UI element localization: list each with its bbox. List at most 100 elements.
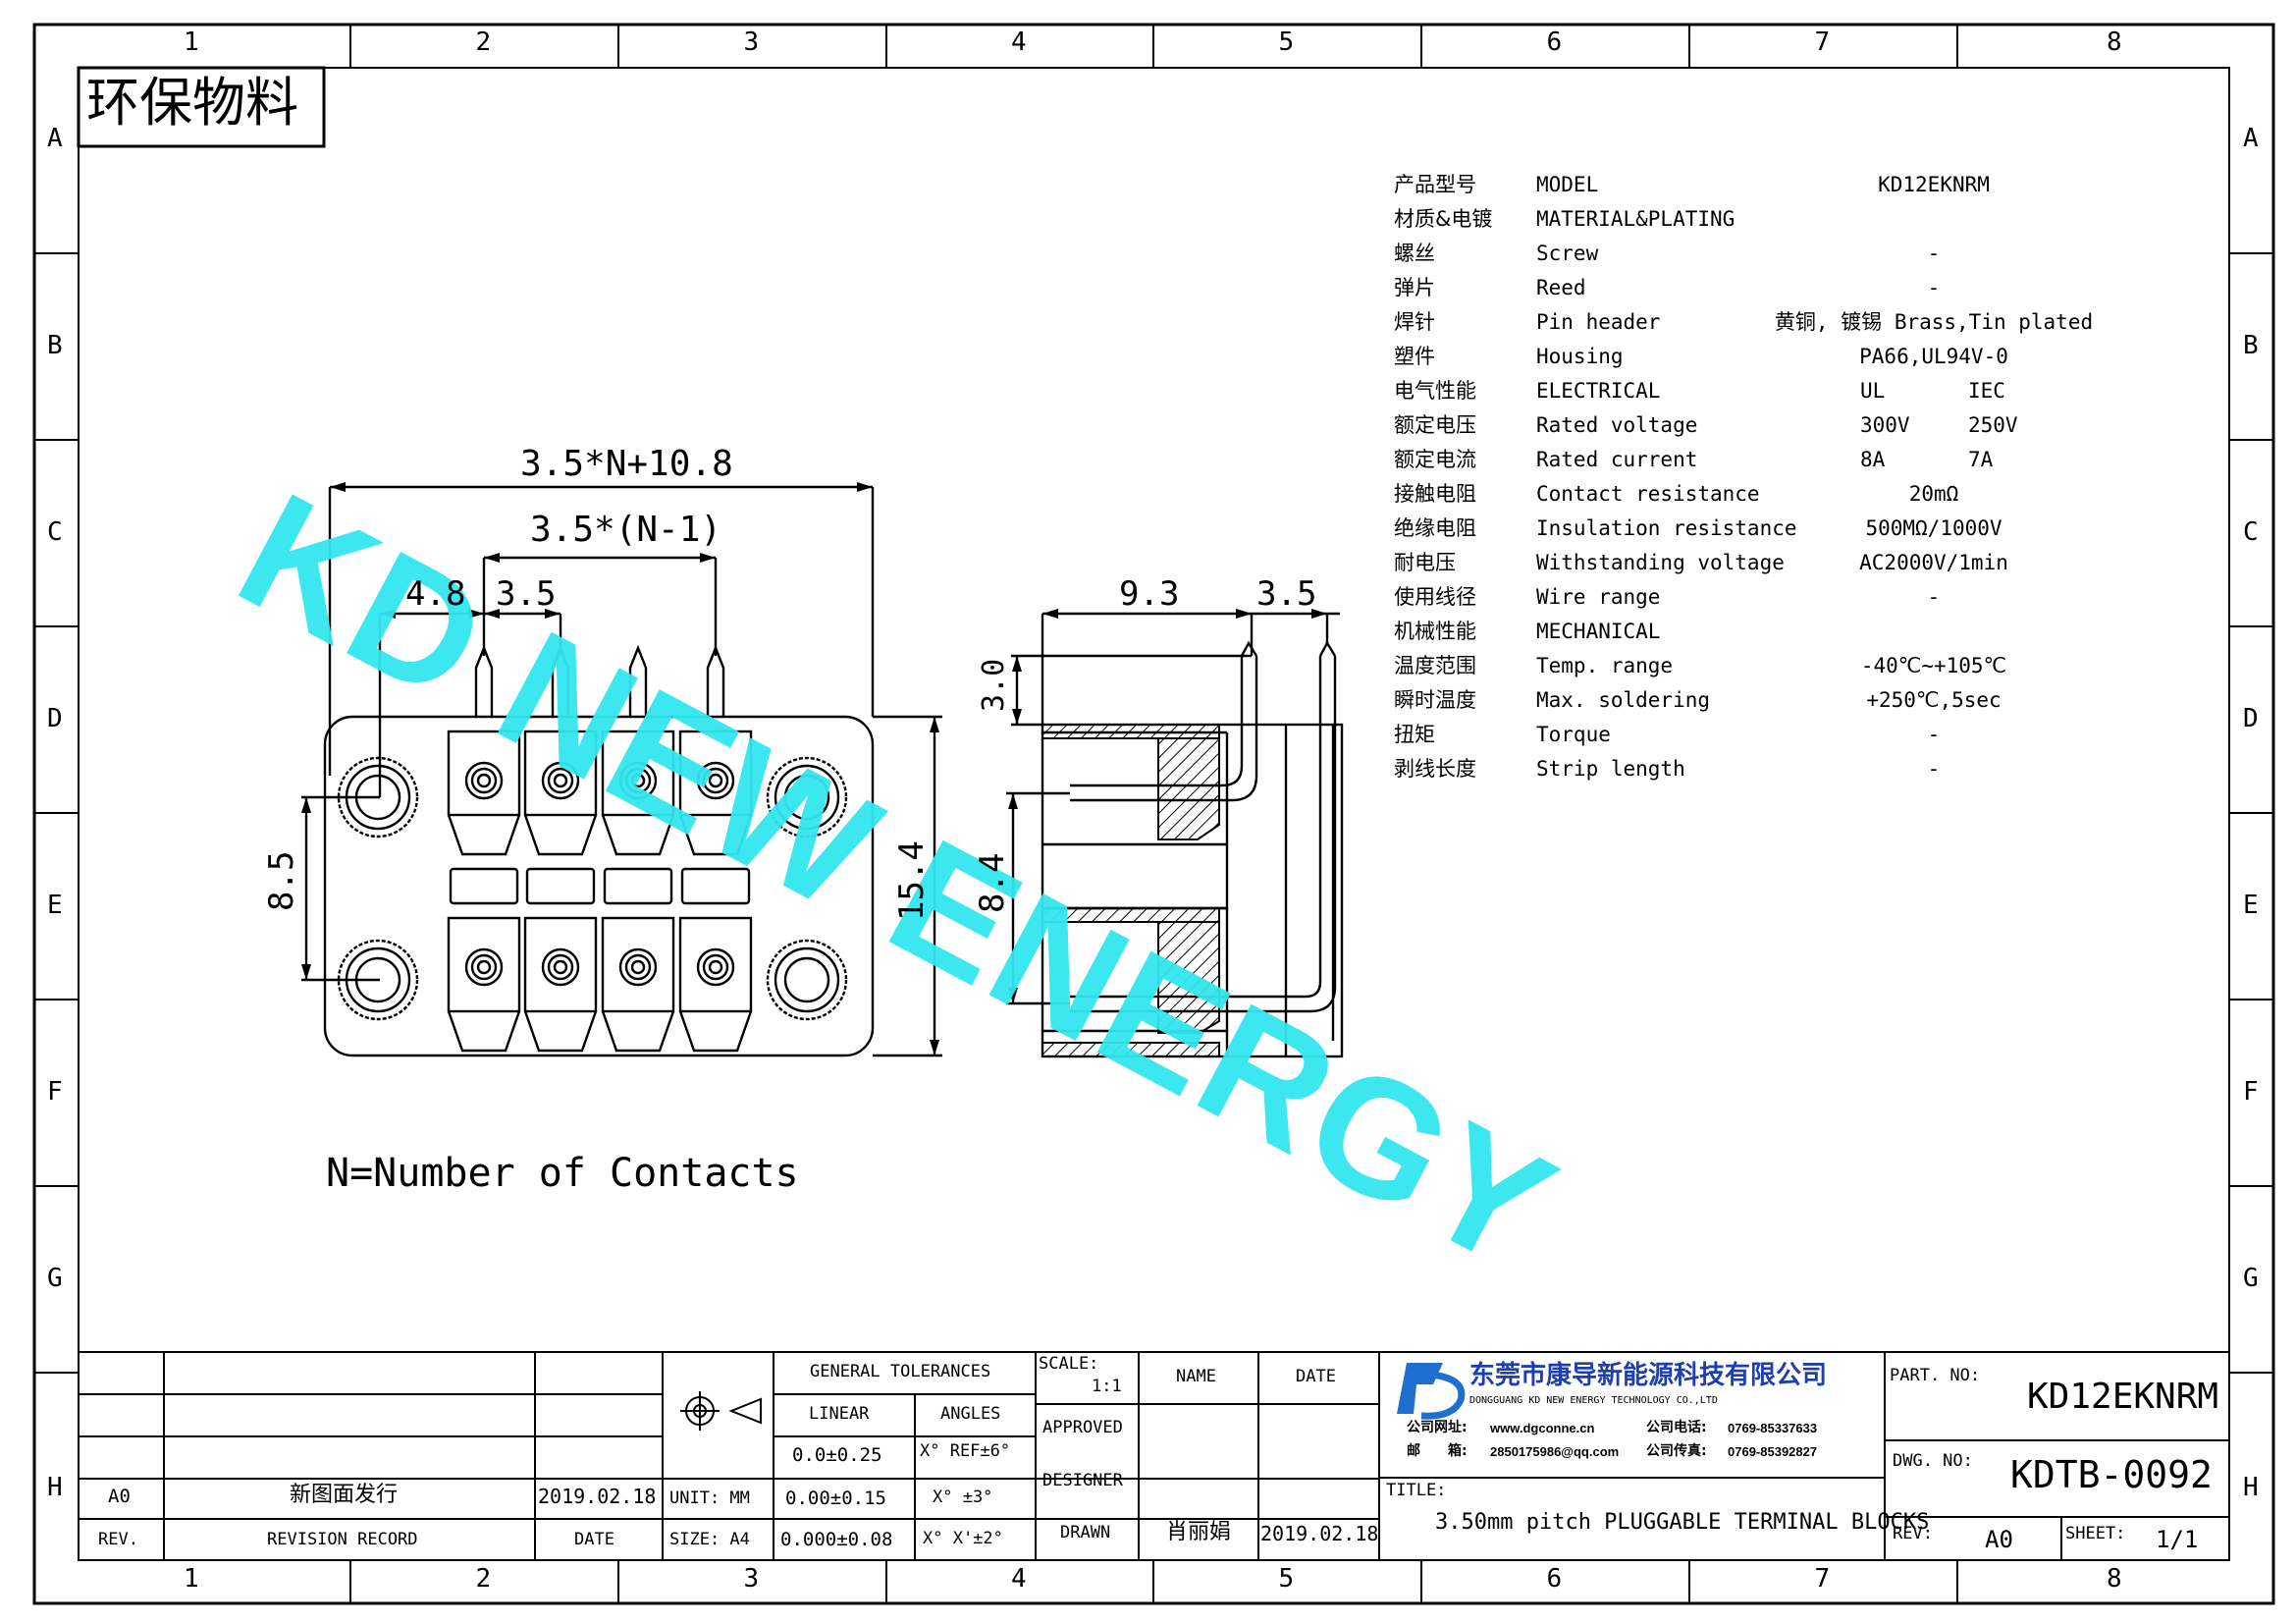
contact-cell: [678, 730, 753, 817]
spec-cn: 电气性能: [1394, 379, 1476, 403]
spec-cn: 绝缘电阻: [1394, 516, 1476, 540]
spec-en: Rated voltage: [1536, 413, 1698, 437]
spec-en: MECHANICAL: [1536, 620, 1661, 643]
grid-col-label: 1: [184, 27, 199, 57]
spec-v1: +250℃,5sec: [1866, 688, 2002, 712]
screw-icon: [630, 773, 646, 788]
rev-value: A0: [1985, 1526, 2013, 1553]
wire-entry: [678, 1010, 753, 1053]
spec-cn: 额定电压: [1394, 413, 1476, 437]
wire-entry: [447, 1010, 521, 1053]
name-header: NAME: [1176, 1367, 1216, 1386]
grid-row-label: E: [47, 891, 63, 920]
dim-overall: 3.5*N+10.8: [520, 444, 733, 484]
contact-cell: [678, 916, 753, 1013]
spec-v1: 20mΩ: [1908, 482, 1959, 506]
angles-header: ANGLES: [940, 1404, 1001, 1424]
part-no: KD12EKNRM: [2027, 1377, 2219, 1417]
grid-col-label: 6: [1546, 1564, 1563, 1594]
grid-col-label: 5: [1278, 27, 1295, 57]
screw-icon: [470, 767, 498, 794]
screw-icon: [618, 947, 658, 987]
grid-col-label: 2: [475, 1564, 492, 1594]
spec-en: Max. soldering: [1536, 688, 1711, 712]
drawn-date: 2019.02.18: [1260, 1522, 1379, 1545]
rev-desc: 新图面发行: [290, 1483, 399, 1507]
fax-label: 公司传真:: [1646, 1443, 1707, 1459]
screw-icon: [541, 761, 580, 800]
rev-header: REV.: [98, 1530, 138, 1549]
mounting-hole-icon: [783, 956, 830, 1003]
screw-icon: [708, 959, 723, 975]
linear-header: LINEAR: [809, 1404, 870, 1424]
screw-icon: [547, 953, 574, 981]
company-name-en: DONGGUANG KD NEW ENERGY TECHNOLOGY CO.,L…: [1469, 1395, 1718, 1406]
spec-v1: UL: [1860, 379, 1886, 403]
spec-en: MATERIAL&PLATING: [1536, 207, 1735, 231]
spec-v2: 7A: [1968, 448, 1994, 471]
linear-tol-3: 0.000±0.08: [780, 1529, 893, 1550]
contacts-note: N=Number of Contacts: [326, 1151, 799, 1196]
scale-label: SCALE:: [1039, 1354, 1099, 1374]
size-label: SIZE: A4: [669, 1530, 750, 1549]
spec-v1: -: [1927, 242, 1941, 265]
screw-icon: [547, 767, 574, 794]
grid-col-label: 8: [2107, 1564, 2122, 1594]
grid-col-label: 3: [743, 1564, 760, 1594]
grid-row-label: F: [47, 1077, 63, 1107]
housing-rib: [603, 867, 673, 905]
wire-entry: [678, 814, 753, 856]
dim-4-8: 4.8: [405, 574, 466, 614]
angle-tol-3: X° X'±2°: [923, 1529, 1003, 1548]
screw-icon: [624, 767, 652, 794]
screw-icon: [624, 953, 652, 981]
spec-cn: 剥线长度: [1394, 757, 1476, 781]
spec-cn: 焊针: [1394, 310, 1435, 334]
screw-icon: [696, 947, 735, 987]
spec-en: Torque: [1536, 723, 1611, 746]
part-no-label: PART. NO:: [1890, 1366, 1981, 1385]
pin-icon: [628, 644, 648, 717]
rev-label: REV:: [1893, 1524, 1933, 1543]
tel-value: 0769-85337633: [1728, 1421, 1818, 1435]
spec-en: Wire range: [1536, 585, 1661, 609]
linear-tol-2: 0.00±0.15: [785, 1488, 886, 1509]
approved-label: APPROVED: [1042, 1418, 1123, 1437]
drawn-label: DRAWN: [1060, 1523, 1111, 1542]
grid-row-label: A: [2243, 123, 2259, 153]
dim-3-0: 3.0: [977, 658, 1011, 712]
spec-v2: 250V: [1968, 413, 2018, 437]
wire-entry: [523, 814, 598, 856]
contact-cell: [601, 916, 675, 1013]
spec-en: Rated current: [1536, 448, 1698, 471]
dwg-no-label: DWG. NO:: [1893, 1451, 1973, 1471]
screw-icon: [476, 773, 492, 788]
web-url: www.dgconne.cn: [1490, 1421, 1595, 1435]
grid-row-label: G: [47, 1264, 63, 1293]
spec-v2: IEC: [1968, 379, 2005, 403]
screw-icon: [702, 767, 729, 794]
screw-icon: [470, 953, 498, 981]
sheet-label: SHEET:: [2065, 1524, 2126, 1543]
scale-value: 1:1: [1092, 1377, 1122, 1396]
dim-3-5-front: 3.5: [496, 574, 557, 614]
spec-v1: -: [1927, 276, 1941, 299]
angle-tol-1: X° REF±6°: [920, 1441, 1011, 1461]
contact-cell: [601, 730, 675, 817]
mounting-hole-icon: [766, 939, 848, 1021]
grid-col-label: 2: [475, 27, 492, 57]
spec-v1: 8A: [1860, 448, 1886, 471]
housing-rib: [525, 867, 596, 905]
grid-row-label: H: [47, 1472, 63, 1502]
grid-col-label: 4: [1011, 27, 1027, 57]
grid-col-label: 6: [1546, 27, 1563, 57]
mail-label: 邮 箱:: [1407, 1443, 1468, 1459]
grid-row-label: B: [47, 331, 63, 360]
screw-icon: [696, 761, 735, 800]
dim-8-5: 8.5: [262, 850, 301, 911]
spec-v1: 500MΩ/1000V: [1865, 516, 2002, 540]
spec-en: Screw: [1536, 242, 1599, 265]
mounting-hole-icon: [774, 764, 840, 831]
screw-icon: [630, 959, 646, 975]
screw-icon: [702, 953, 729, 981]
